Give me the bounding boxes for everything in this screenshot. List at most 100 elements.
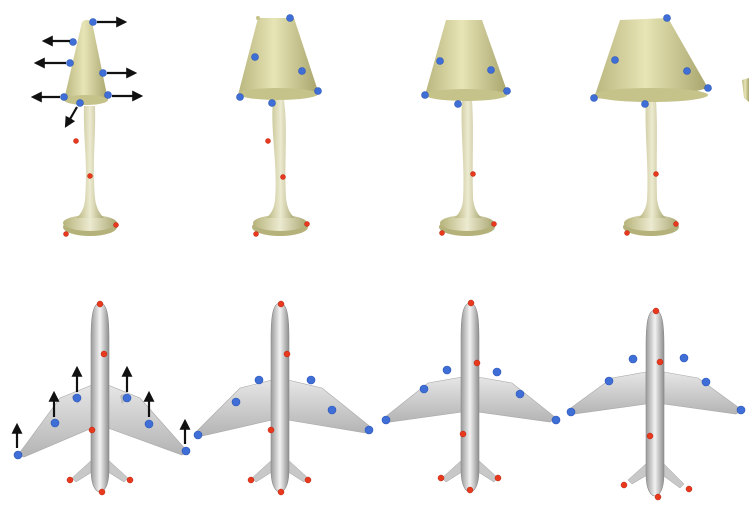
lamp-deformed-1 [236,14,322,237]
control-handle [89,18,97,26]
control-handle [50,418,60,428]
control-handle [60,93,68,101]
lamp-shade [64,20,108,104]
airplane-original [11,300,191,496]
control-handle [236,93,244,101]
control-handle [736,405,746,415]
control-handle [641,100,649,108]
control-handle [381,415,391,425]
fixed-handle [98,488,106,496]
fixed-handle [277,488,285,496]
control-handle [683,67,691,75]
control-handle [590,94,598,102]
airplane-deformed-1 [193,300,374,496]
fixed-handle [437,474,445,482]
control-handle [231,397,241,407]
fixed-handle [620,481,628,489]
fixed-handle [304,221,310,227]
fixed-handle [673,221,679,227]
control-handle [104,91,112,99]
control-handle [419,384,429,394]
control-handle [611,56,619,64]
fixed-handle [280,174,286,180]
fixed-handle [265,138,271,144]
control-handle [364,425,374,435]
fixed-handle [685,485,693,493]
control-handle [193,430,203,440]
control-handle [442,365,452,375]
control-handle [99,69,107,77]
fixed-handle [87,173,93,179]
control-handle [701,377,711,387]
fixed-handle [491,221,497,227]
control-handle [122,393,132,403]
control-handle [503,87,511,95]
control-handle [76,99,84,107]
fixed-handle [100,350,108,358]
control-handle [566,407,576,417]
control-handle [254,375,264,385]
lamp-stem [76,106,104,218]
fixed-handle [470,171,476,177]
fixed-handle [459,430,467,438]
control-handle [72,393,82,403]
control-handle [251,53,259,61]
control-handle [298,67,306,75]
fixed-handle [654,493,662,501]
fixed-handle [253,231,259,237]
airplane-deformed-3 [566,307,746,501]
fixed-handle [126,476,134,484]
control-handle [314,87,322,95]
fixed-handle [277,300,285,308]
control-handle [551,415,561,425]
fixed-handle [494,474,502,482]
control-handle [436,57,444,65]
airplane-fuselage [90,302,110,493]
fixed-handle [473,359,481,367]
fixed-handle [624,230,630,236]
fixed-handle [653,171,659,177]
control-handle [306,375,316,385]
control-handle [679,353,689,363]
control-handle [454,100,462,108]
control-handle [286,14,294,22]
lamp-original [30,16,144,237]
fixed-handle [73,138,79,144]
control-handle [515,389,525,399]
deformation-arrows [30,16,144,128]
control-handle [421,91,429,99]
fixed-handle [283,350,291,358]
control-handle [487,66,495,74]
control-handle [144,419,154,429]
fixed-handle [466,486,474,494]
control-handle [181,446,191,456]
control-handle [704,84,712,92]
lamp-deformed-2 [421,20,511,236]
fixed-handle [646,432,654,440]
fixed-handle [88,426,96,434]
fixed-handle [652,307,660,315]
airplane-deformed-2 [381,299,561,494]
fixed-handle [66,476,74,484]
fixed-handle [267,426,275,434]
fixed-handle [467,299,475,307]
control-handle [13,450,23,460]
fixed-handle [439,230,445,236]
fixed-handle [656,358,664,366]
fixed-handle [113,222,119,228]
deformation-arrows [11,365,191,448]
lamp-edge-fragment [742,78,749,102]
control-handle [663,14,671,22]
control-handle [69,38,77,46]
fixed-handle [247,476,255,484]
fixed-handle [96,300,104,308]
control-handle [268,99,276,107]
control-handle [604,376,614,386]
lamp-deformed-3 [590,14,712,236]
control-handle [327,405,337,415]
control-handle [628,354,638,364]
control-handle [492,367,502,377]
fixed-handle [304,476,312,484]
fixed-handle [63,231,69,237]
